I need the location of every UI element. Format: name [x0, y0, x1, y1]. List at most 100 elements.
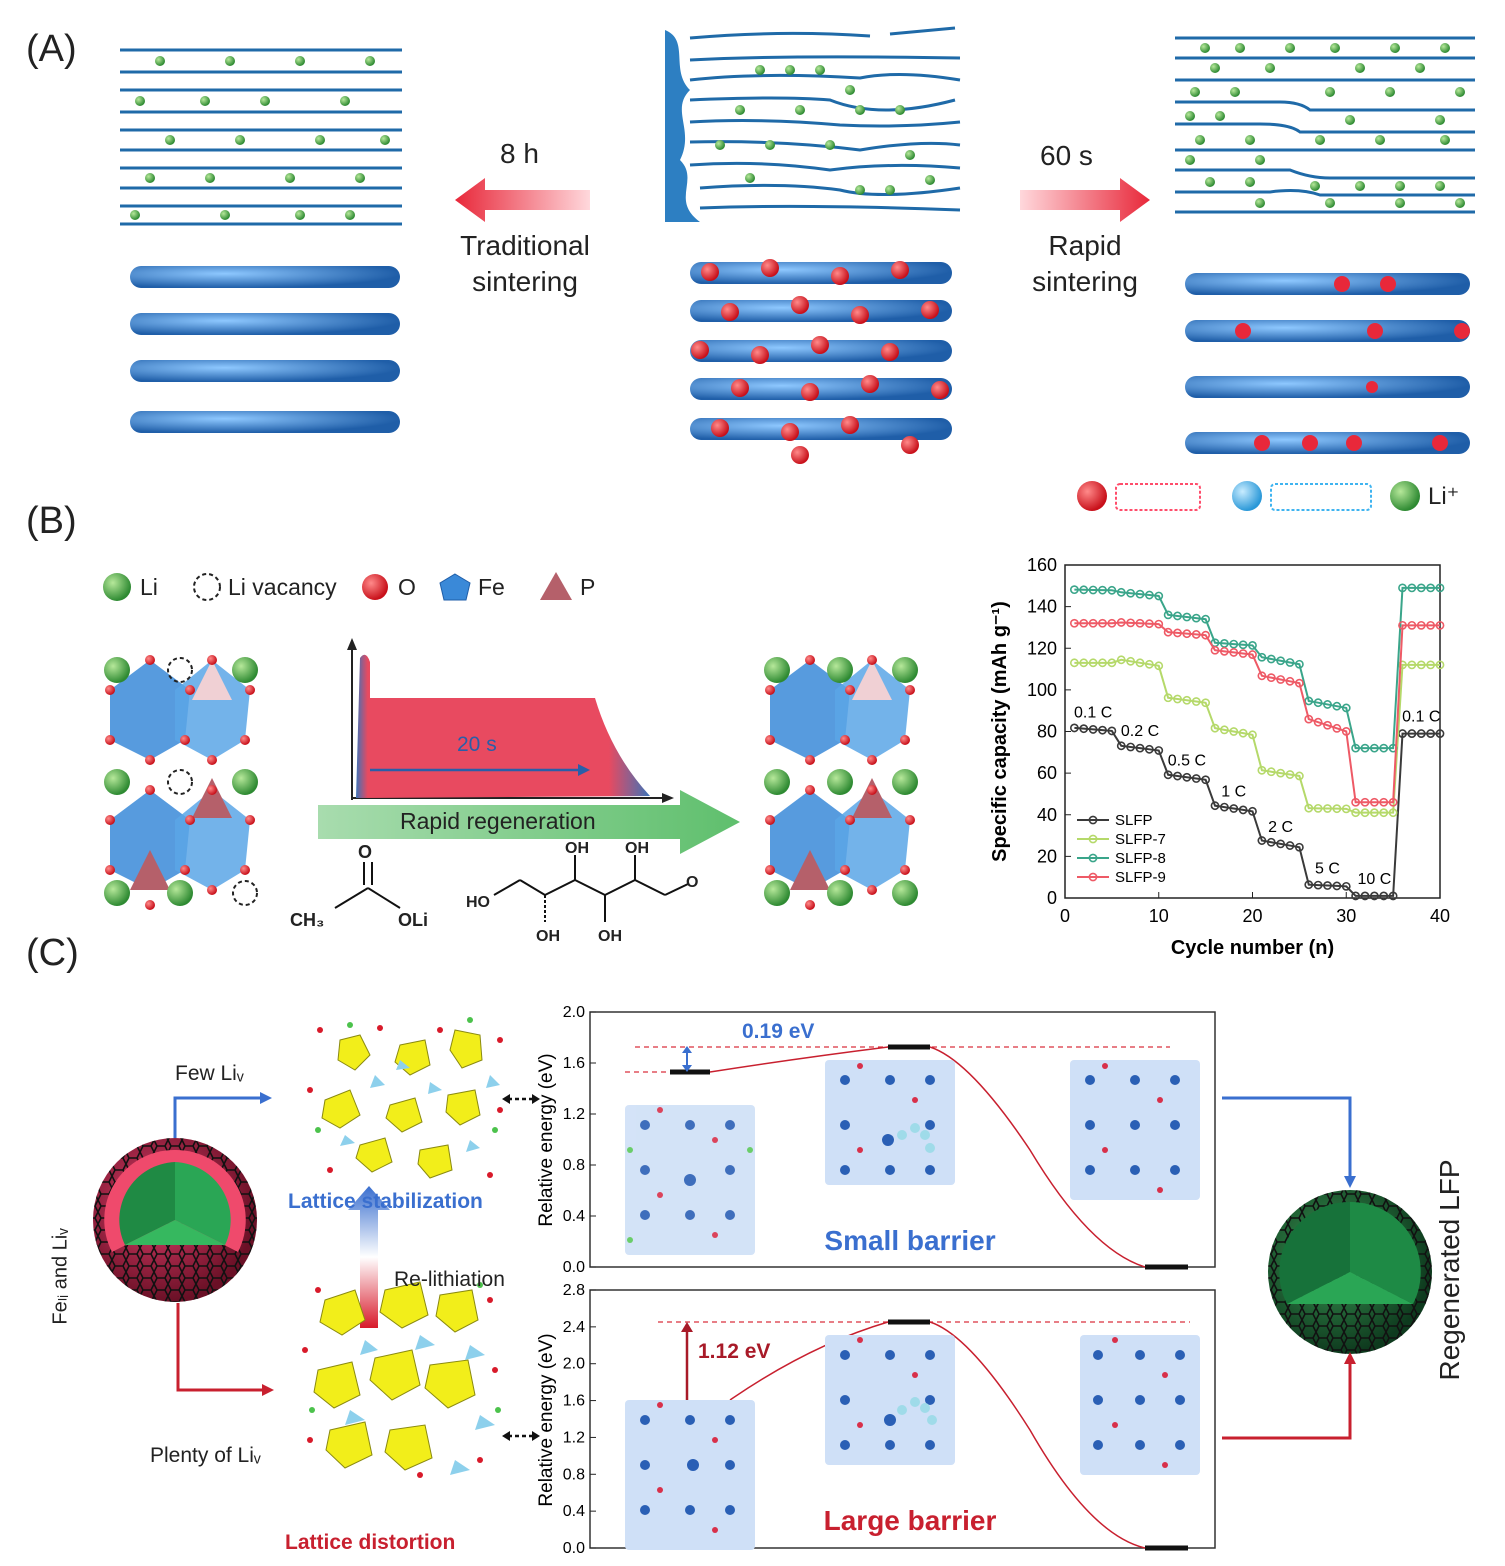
data-point: [1266, 654, 1276, 664]
rapid-sintering-label: Rapid sintering: [1032, 230, 1138, 298]
li-ions-left: [130, 56, 390, 220]
data-point: [1210, 801, 1220, 811]
y-tick-label: 100: [1027, 680, 1057, 700]
data-point: [1069, 723, 1079, 733]
legend-li-text: Li: [140, 574, 158, 600]
data-point: [1182, 612, 1192, 622]
o-legend-icon: [362, 574, 388, 600]
y-tick-label: 60: [1037, 763, 1057, 783]
data-point: [1229, 727, 1239, 736]
data-point: [1173, 771, 1182, 781]
y-tick-label: 0: [1047, 888, 1057, 908]
few-liv-arrow: [173, 1096, 265, 1138]
left-time-label: 8 h: [500, 138, 539, 169]
y-tick-label: 140: [1027, 597, 1057, 617]
data-point: [1069, 585, 1079, 595]
energy-bottom-frame: [589, 1289, 1216, 1549]
data-point: [1351, 743, 1361, 753]
rate-label: 0.5 C: [1168, 752, 1206, 769]
data-point: [1182, 629, 1192, 639]
data-point: [1294, 771, 1304, 781]
legend-p-text: P: [580, 574, 596, 600]
y-tick-label: 80: [1037, 722, 1057, 742]
data-point: [1079, 618, 1089, 628]
data-point: [1341, 727, 1351, 736]
data-point: [1294, 678, 1304, 688]
data-point: [1257, 765, 1267, 775]
li-ball-icon: [1390, 481, 1420, 511]
data-point: [1098, 585, 1107, 595]
x-tick-label: 30: [1336, 906, 1356, 926]
data-point: [1088, 658, 1098, 668]
data-point: [1276, 656, 1286, 666]
data-point: [1426, 620, 1436, 630]
glucose-oh-label-4: OH: [598, 928, 622, 945]
data-point: [1379, 891, 1389, 901]
data-point: [1407, 660, 1417, 670]
crystal-regenerated: [764, 655, 918, 910]
data-point: [1079, 724, 1089, 734]
red-ball-icon: [1077, 481, 1107, 511]
x-tick-label: 0: [1060, 906, 1070, 926]
legend-marker: [1088, 834, 1098, 844]
data-point: [1191, 630, 1201, 639]
data-point: [1435, 660, 1445, 670]
li-ions-right: [1185, 43, 1465, 208]
structure-snapshot-6: [1080, 1335, 1200, 1475]
data-point: [1285, 658, 1295, 667]
lattice-stabilization-image: [307, 1017, 503, 1179]
data-point: [1416, 660, 1426, 670]
energy-profile-bottom: 0.00.40.81.21.62.02.42.8 1.12 eV Large b…: [536, 1282, 1216, 1557]
energy-tick-label: 2.4: [563, 1319, 585, 1336]
data-point: [1388, 891, 1398, 901]
rate-label: 1 C: [1221, 784, 1246, 801]
pulse-time-label: 20 s: [457, 733, 497, 756]
data-point: [1107, 618, 1117, 628]
legend-li-label: Li⁺: [1428, 483, 1460, 510]
data-point: [1266, 837, 1276, 847]
energy-tick-label: 1.6: [563, 1055, 585, 1072]
panel-a-graphic: [120, 26, 1475, 511]
data-point: [1163, 693, 1173, 703]
plenty-liv-label: Plenty of Liᵥ: [150, 1444, 261, 1467]
rate-label: 2 C: [1268, 819, 1293, 836]
glucose-oh-label-1: OH: [565, 840, 589, 857]
data-point: [1088, 725, 1098, 734]
data-point: [1154, 746, 1164, 755]
data-point: [1219, 725, 1229, 735]
chart-x-label: Cycle number (n): [1171, 937, 1334, 959]
data-point: [1426, 660, 1436, 670]
lattice-stabilization-label: Lattice stabilization: [288, 1190, 483, 1213]
energy-top-ticks: 0.00.40.81.21.62.0: [563, 1004, 596, 1276]
data-point: [1332, 881, 1342, 891]
y-tick-label: 40: [1037, 805, 1057, 825]
series-line-SLFP-9: [1074, 621, 1440, 804]
panel-label-b: (B): [26, 500, 77, 542]
structure-snapshot-3: [1070, 1060, 1200, 1200]
data-point: [1088, 618, 1098, 628]
data-point: [1407, 583, 1417, 593]
data-point: [1238, 805, 1248, 815]
data-point: [1276, 839, 1286, 849]
chart-rate-labels: 0.1 C0.2 C0.5 C1 C2 C5 C10 C0.1 C: [1074, 704, 1440, 888]
data-point: [1116, 741, 1126, 751]
lattice-distortion-label: Lattice distortion: [285, 1531, 456, 1554]
regenerated-particle: [1268, 1190, 1432, 1354]
data-point: [1332, 701, 1342, 711]
data-point: [1173, 611, 1182, 621]
data-point: [1079, 585, 1089, 595]
traditional-sintering-label: Traditional sintering: [460, 230, 590, 298]
data-point: [1163, 610, 1173, 620]
x-tick-label: 10: [1149, 906, 1169, 926]
data-point: [1191, 697, 1201, 706]
data-point: [1369, 797, 1379, 807]
blue-nanotube-icon: [1270, 483, 1372, 511]
series-line-SLFP-7: [1074, 658, 1440, 814]
energy-top-ylabel: Relative energy (eV): [536, 1053, 557, 1226]
energy-bottom-barrier: 1.12 eV: [698, 1340, 770, 1363]
structure-snapshot-5: [825, 1335, 955, 1465]
data-point: [1163, 627, 1173, 637]
data-point: [1285, 770, 1295, 779]
plenty-liv-arrow: [176, 1303, 268, 1392]
